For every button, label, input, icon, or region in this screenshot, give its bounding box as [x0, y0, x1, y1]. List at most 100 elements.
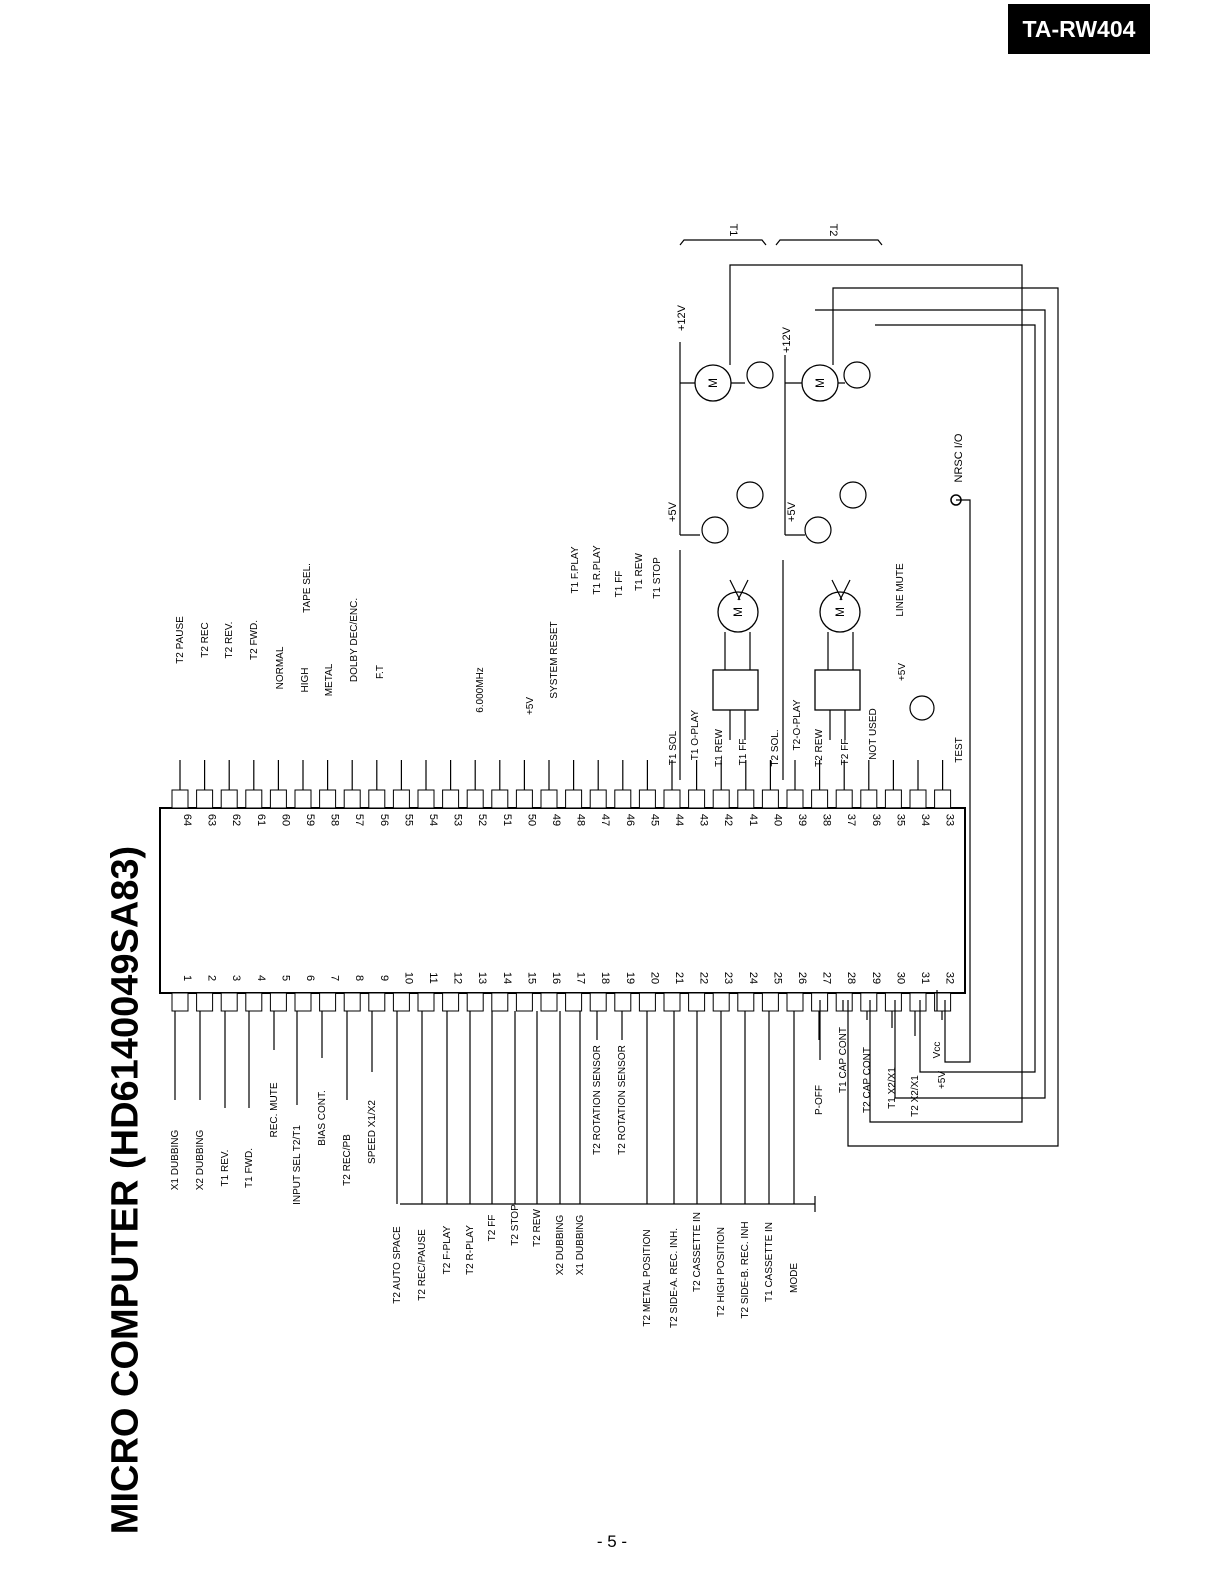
pin-number: 40: [771, 814, 783, 826]
signal-label: T1 CAP CONT: [838, 1027, 849, 1093]
pin-number: 14: [501, 972, 513, 984]
switch-label: T2 FF: [487, 1215, 498, 1242]
pin-number: 41: [747, 814, 759, 826]
pin-number: 25: [771, 972, 783, 984]
pin-box: [319, 992, 337, 1012]
pin-number: 51: [501, 814, 513, 826]
control-label: SYSTEM RESET: [549, 621, 560, 698]
control-label: F.T: [375, 665, 386, 679]
pin-box: [294, 992, 312, 1012]
pin-box: [884, 789, 902, 809]
switch-label: T2 CASSETTE IN: [692, 1212, 703, 1292]
pin-box: [515, 789, 533, 809]
control-label: T1 STOP: [652, 557, 663, 599]
pin-box: [491, 992, 509, 1012]
signal-label: INPUT SEL T2/T1: [292, 1125, 303, 1205]
pin-box: [343, 789, 361, 809]
switch-label: T2 REC/PAUSE: [417, 1229, 428, 1301]
control-label: T1 FF: [738, 739, 749, 766]
signal-label: T1 X2/X1: [887, 1067, 898, 1109]
pin-box: [196, 992, 214, 1012]
pin-number: 61: [255, 814, 267, 826]
pin-box: [269, 789, 287, 809]
pin-box: [540, 992, 558, 1012]
pin-box: [368, 992, 386, 1012]
signal-label: T2 X2/X1: [910, 1075, 921, 1117]
pin-box: [614, 789, 632, 809]
pin-number: 34: [919, 814, 931, 826]
page-number: - 5 -: [596, 1532, 628, 1551]
pin-number: 36: [870, 814, 882, 826]
pin-box: [466, 789, 484, 809]
pin-number: 42: [722, 814, 734, 826]
control-label: T1 REW: [714, 729, 725, 767]
pin-number: 16: [550, 972, 562, 984]
switch-label: T2 F-PLAY: [442, 1225, 453, 1274]
switch-label: X2 DUBBING: [555, 1214, 566, 1275]
t1-label: T1: [727, 224, 739, 237]
control-label: HIGH: [300, 668, 311, 693]
pin-box: [417, 992, 435, 1012]
control-label: NOT USED: [868, 708, 879, 760]
pin-number: 10: [402, 972, 414, 984]
pin-box: [540, 789, 558, 809]
control-label: NORMAL: [275, 646, 286, 689]
pin-box: [343, 992, 361, 1012]
pin-box: [220, 789, 238, 809]
pin-box: [368, 789, 386, 809]
pin-number: 11: [427, 972, 439, 983]
pin-box: [786, 789, 804, 809]
pin-box: [688, 992, 706, 1012]
pin-box: [786, 992, 804, 1012]
pin-number: 58: [329, 814, 341, 826]
pin-number: 8: [353, 975, 365, 981]
pin-number: 44: [673, 814, 685, 826]
control-label: 6.000MHz: [475, 667, 486, 713]
signal-label: +5V: [937, 1071, 948, 1089]
right-label-group: T1 T2 +12V +12V +5V +5V M M M M NRSC I/O: [667, 224, 965, 617]
pin-number: 9: [378, 975, 390, 981]
switch-label: T2 STOP: [510, 1204, 521, 1246]
pin-box: [835, 789, 853, 809]
pin-box: [761, 789, 779, 809]
control-label: T2 SOL.: [770, 729, 781, 766]
signal-label: X2 DUBBING: [195, 1129, 206, 1190]
pin-box: [171, 789, 189, 809]
signal-label: T2 ROTATION SENSOR: [592, 1045, 603, 1155]
pin-number: 49: [550, 814, 562, 826]
pin-box: [417, 789, 435, 809]
switch-label: T2 SIDE-B. REC. INH: [740, 1221, 751, 1318]
pin-box: [712, 789, 730, 809]
control-label: T2-O-PLAY: [792, 699, 803, 750]
pin-box: [884, 992, 902, 1012]
pin-box: [737, 992, 755, 1012]
pin-box: [491, 789, 509, 809]
pin-number: 45: [648, 814, 660, 826]
t2-label: T2: [827, 224, 839, 237]
pin-number: 26: [796, 972, 808, 984]
control-label: T1 F.PLAY: [570, 546, 581, 593]
signal-label: BIAS CONT.: [317, 1090, 328, 1146]
pin-number: 1: [181, 975, 193, 981]
pin-box: [589, 789, 607, 809]
pin-number: 35: [894, 814, 906, 826]
pin-box: [565, 992, 583, 1012]
control-label: T1 O-PLAY: [690, 709, 701, 760]
v12-a-label: +12V: [676, 304, 688, 331]
pin-number: 60: [279, 814, 291, 826]
pin-number: 50: [525, 814, 537, 826]
pin-box: [392, 789, 410, 809]
pin-box: [737, 789, 755, 809]
motor-label: M: [813, 378, 827, 388]
pin-box: [171, 992, 189, 1012]
motor-group: [679, 342, 962, 780]
pin-box: [811, 789, 829, 809]
motor-label: M: [833, 607, 847, 617]
pin-number: 29: [870, 972, 882, 984]
switch-label: T2 R-PLAY: [465, 1225, 476, 1275]
control-label: T2 FF: [840, 739, 851, 766]
